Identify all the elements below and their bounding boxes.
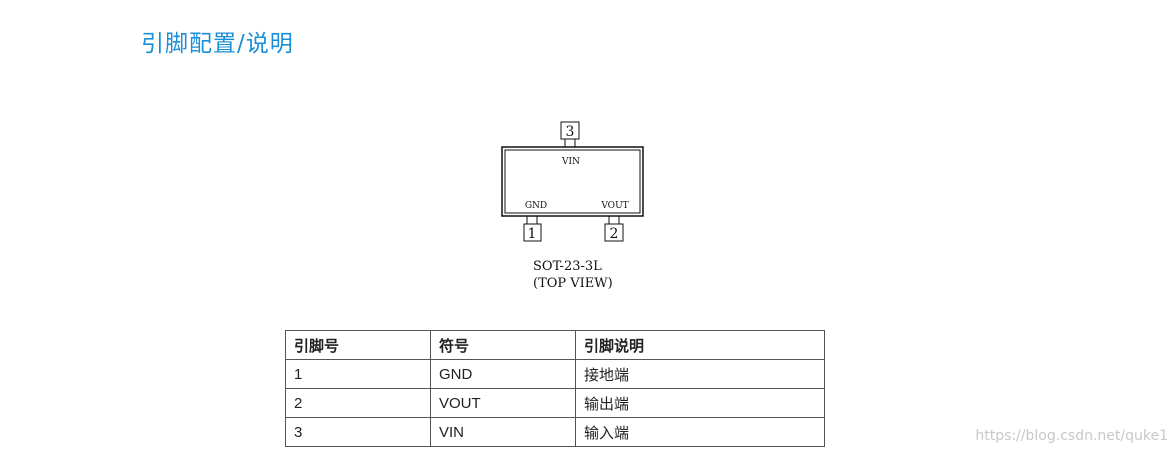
header-description: 引脚说明 — [575, 330, 825, 360]
pin-2-number: 2 — [610, 226, 619, 242]
cell-pin-number: 3 — [285, 417, 431, 447]
pin-1-number: 1 — [528, 226, 537, 242]
cell-symbol: VOUT — [430, 388, 576, 418]
header-symbol: 符号 — [430, 330, 576, 360]
cell-description: 接地端 — [575, 359, 825, 389]
section-heading: 引脚配置/说明 — [141, 31, 294, 57]
package-body-outer — [501, 146, 644, 217]
watermark: https://blog.csdn.net/quke1 — [975, 428, 1168, 444]
package-caption: SOT-23-3L (TOP VIEW) — [533, 258, 613, 292]
pin-1-box — [523, 223, 542, 242]
pin-1-label: GND — [525, 201, 547, 211]
package-body-inner — [504, 149, 641, 214]
table-row: 3 VIN 输入端 — [285, 417, 825, 447]
table-row: 2 VOUT 输出端 — [285, 388, 825, 418]
pin-2-label: VOUT — [600, 201, 628, 211]
pin-3-box — [560, 121, 580, 140]
package-view: (TOP VIEW) — [533, 276, 613, 291]
package-name: SOT-23-3L — [533, 259, 602, 274]
pin-2-box — [604, 223, 624, 242]
cell-description: 输入端 — [575, 417, 825, 447]
table-header-row: 引脚号 符号 引脚说明 — [285, 330, 825, 360]
header-pin-number: 引脚号 — [285, 330, 431, 360]
cell-pin-number: 2 — [285, 388, 431, 418]
cell-description: 输出端 — [575, 388, 825, 418]
cell-symbol: VIN — [430, 417, 576, 447]
pin-description-table: 引脚号 符号 引脚说明 1 GND 接地端 2 VOUT 输出端 3 VIN 输… — [285, 330, 825, 447]
cell-symbol: GND — [430, 359, 576, 389]
pin-3-number: 3 — [566, 124, 575, 140]
cell-pin-number: 1 — [285, 359, 431, 389]
table-row: 1 GND 接地端 — [285, 359, 825, 389]
pin-3-label: VIN — [561, 157, 580, 167]
